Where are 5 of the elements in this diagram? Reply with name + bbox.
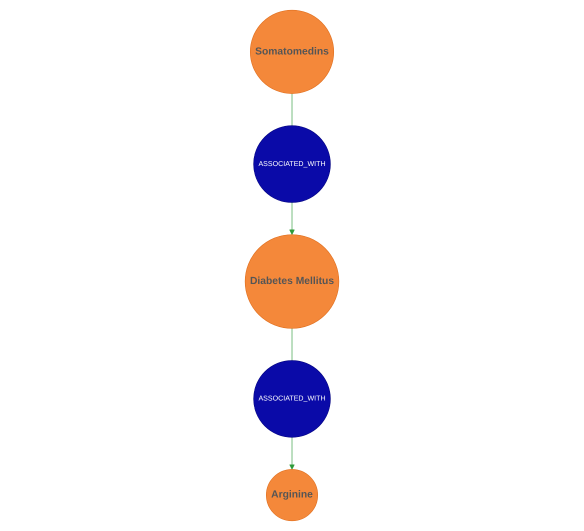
arrow (289, 202, 295, 235)
node-circle: Arginine (266, 469, 318, 522)
node-circle: Diabetes Mellitus (244, 234, 340, 329)
node-circle: Somatomedins (250, 10, 334, 94)
arrow (289, 436, 295, 470)
